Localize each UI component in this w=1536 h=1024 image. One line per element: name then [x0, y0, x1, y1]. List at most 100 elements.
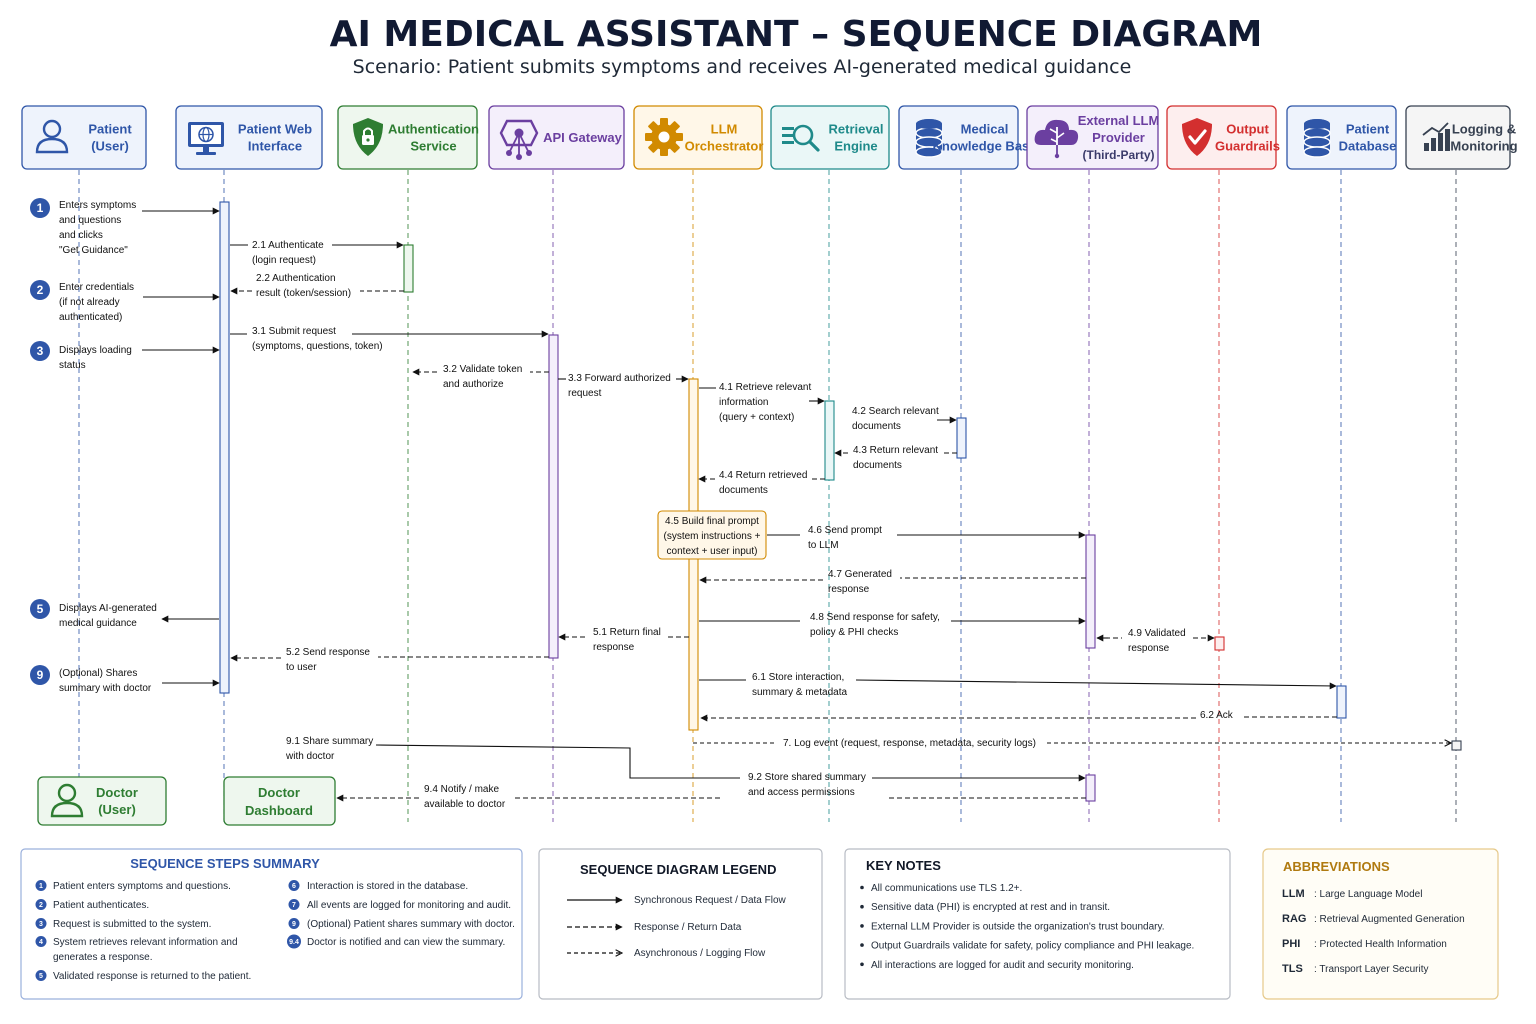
actor-label: Patient: [88, 122, 132, 137]
message-label-m48: 4.8 Send response for safety,: [810, 612, 940, 623]
note-item: All communications use TLS 1.2+.: [871, 883, 1022, 894]
message-label-m44: documents: [719, 485, 768, 496]
summary-step-text: Patient authenticates.: [53, 900, 149, 911]
actor-label: Provider: [1092, 130, 1145, 145]
actor-box: [1405, 105, 1511, 170]
prompt-note-box: [657, 510, 767, 560]
monitor-globe-icon: [188, 122, 224, 155]
summary-step-text: Interaction is stored in the database.: [307, 881, 468, 892]
actor-log: Logging &Monitoring: [1405, 105, 1518, 170]
message-label-m91: with doctor: [285, 751, 335, 762]
message-label-m51: 5.1 Return final: [593, 627, 661, 638]
actor-box: [21, 105, 147, 170]
message-label-m92: and access permissions: [748, 787, 855, 798]
step-badge: [30, 341, 50, 361]
actor-box: [1166, 105, 1277, 170]
database-icon: [1303, 119, 1331, 158]
activation-bar: [219, 201, 230, 694]
step-badge: [30, 599, 50, 619]
step-text: status: [59, 360, 86, 371]
legend-label: Asynchronous / Logging Flow: [634, 948, 766, 959]
message-label-m31: (symptoms, questions, token): [252, 341, 383, 352]
abbreviation-term: PHI: [1282, 938, 1300, 950]
user-icon: [35, 119, 69, 154]
actor-label: Interface: [248, 139, 302, 154]
abbreviation-term: LLM: [1282, 888, 1305, 900]
step-badge: [30, 665, 50, 685]
step-number: 9: [37, 668, 44, 682]
actor-label: Logging &: [1452, 122, 1516, 137]
summary-step-text: Patient enters symptoms and questions.: [53, 881, 231, 892]
database-icon: [915, 119, 943, 158]
shield-lock-icon: [353, 118, 383, 156]
gear-icon: [645, 118, 683, 156]
legend-label: Synchronous Request / Data Flow: [634, 895, 787, 906]
actor-label: Doctor: [96, 785, 138, 800]
step-badge: [30, 280, 50, 300]
message-label-m52: to user: [286, 662, 317, 673]
actor-gateway: API Gateway: [488, 105, 625, 170]
message-label-m49: response: [1128, 643, 1170, 654]
activation-bars: [219, 201, 1462, 802]
summary-step-text: All events are logged for monitoring and…: [307, 900, 511, 911]
actor-box: [770, 105, 890, 170]
message-label-m52: 5.2 Send response: [286, 647, 370, 658]
activation-bar: [1085, 534, 1096, 649]
message-label-m94: available to doctor: [424, 799, 506, 810]
summary-step-number: 3: [39, 921, 43, 928]
message-label-m46: to LLM: [808, 540, 839, 551]
summary-heading: SEQUENCE STEPS SUMMARY: [130, 856, 320, 871]
message-label-m33: request: [568, 388, 602, 399]
message-label-m51: response: [593, 642, 635, 653]
shield-check-icon: [1182, 118, 1212, 156]
summary-step-number: 6: [292, 883, 296, 890]
user-icon: [50, 783, 84, 818]
summary-step-number: 9: [292, 921, 296, 928]
actor-label: Guardrails: [1215, 139, 1280, 154]
activation-bar: [403, 244, 414, 293]
step-text: Displays loading: [59, 345, 132, 356]
activation-bar: [1451, 740, 1462, 751]
message-label-m32: 3.2 Validate token: [443, 364, 522, 375]
actor-box: [1286, 105, 1397, 170]
actor-label: Output: [1226, 122, 1269, 137]
message-label-m31: 3.1 Submit request: [252, 326, 336, 337]
abbreviations-heading: ABBREVIATIONS: [1283, 859, 1390, 874]
actor-label: Dashboard: [245, 803, 313, 818]
note-item: Sensitive data (PHI) is encrypted at res…: [871, 902, 1110, 913]
message-label-m32: and authorize: [443, 379, 504, 390]
message-label-m61: 6.1 Store interaction,: [752, 672, 844, 683]
actor-label: External LLM: [1078, 113, 1160, 128]
step-text: Displays AI-generated: [59, 603, 157, 614]
activation-bar: [548, 334, 559, 659]
lifelines: [78, 170, 1457, 822]
message-label-m47: 4.7 Generated: [828, 569, 892, 580]
summary-step-number: 5: [39, 973, 43, 980]
abbreviation-definition: : Protected Health Information: [1314, 939, 1447, 950]
message-label-m41: information: [719, 397, 768, 408]
actor-label: Service: [410, 139, 456, 154]
messages: 2.1 Authenticate(login request)2.2 Authe…: [142, 207, 1451, 810]
message-label-m43: documents: [853, 460, 902, 471]
note-item: External LLM Provider is outside the org…: [871, 921, 1165, 932]
abbreviation-definition: : Retrieval Augmented Generation: [1314, 914, 1465, 925]
gateway-hub-icon: [499, 119, 539, 160]
activation-bar: [956, 417, 967, 459]
message-label-m22: 2.2 Authentication: [256, 273, 336, 284]
message-label-m49: 4.9 Validated: [1128, 628, 1186, 639]
actor-label: LLM: [711, 122, 738, 137]
actor-label: (Third-Party): [1083, 148, 1155, 162]
